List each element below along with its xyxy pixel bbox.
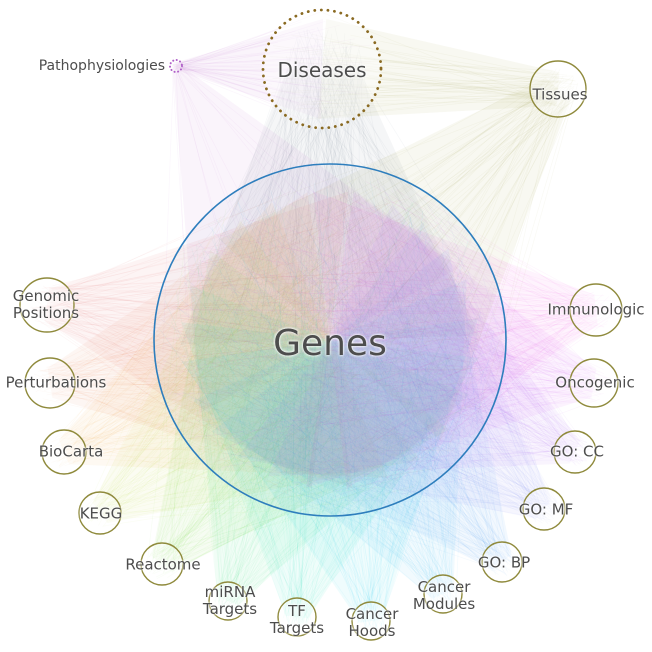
edge-bundle-genes-tf-targets: [164, 211, 479, 631]
node-circle-reactome[interactable]: [140, 542, 184, 586]
edge-bundle-genes-tissues: [186, 68, 579, 484]
edge-bundle-genes-go-bp: [161, 206, 517, 577]
edge-bundle-genes-cancer-hoods: [160, 182, 500, 633]
node-circle-diseases[interactable]: [261, 8, 383, 130]
node-circle-genes[interactable]: [153, 163, 507, 517]
node-circle-genomic-positions[interactable]: [19, 277, 75, 333]
edge-bundle-genes-perturbations: [32, 192, 486, 488]
node-circle-biocarta[interactable]: [41, 429, 87, 475]
edge-bundle-genes-biocarta: [48, 194, 471, 493]
edge-bundle-genes-kegg: [84, 179, 489, 528]
edge-bundle-genes-go-mf: [162, 172, 559, 524]
node-circle-perturbations[interactable]: [24, 357, 76, 409]
edge-bundle-genes-mirna-targets: [175, 201, 491, 615]
edge-bundle-diseases-pathophysiologies: [171, 11, 372, 120]
node-circle-pathophysiologies[interactable]: [169, 59, 183, 73]
node-circle-go-cc[interactable]: [553, 430, 597, 474]
edge-bundle-genes-cancer-modules: [183, 181, 495, 607]
edge-bundle-genes-reactome: [146, 192, 496, 580]
node-circle-kegg[interactable]: [78, 491, 122, 535]
node-circle-go-mf[interactable]: [522, 487, 566, 531]
node-circle-mirna-targets[interactable]: [208, 581, 248, 621]
node-circle-cancer-hoods[interactable]: [351, 601, 391, 641]
edge-bundle-genes-genomic-positions: [29, 185, 477, 498]
node-circle-oncogenic[interactable]: [569, 358, 619, 408]
node-circle-tissues[interactable]: [529, 60, 587, 118]
node-circle-immunologic[interactable]: [569, 283, 623, 337]
edge-bundle-genes-oncogenic: [168, 186, 612, 499]
edge-bundle-diseases-tissues: [269, 12, 578, 121]
edge-bundle-genes-diseases: [172, 26, 484, 510]
node-circle-cancer-modules[interactable]: [423, 574, 463, 614]
edge-bundle-genes-immunologic: [166, 180, 616, 500]
edge-bundle-genes-pathophysiologies: [162, 62, 480, 495]
node-circle-tf-targets[interactable]: [277, 597, 317, 637]
edge-bundle-genes-go-cc: [178, 174, 591, 495]
node-circle-go-bp[interactable]: [481, 541, 523, 583]
